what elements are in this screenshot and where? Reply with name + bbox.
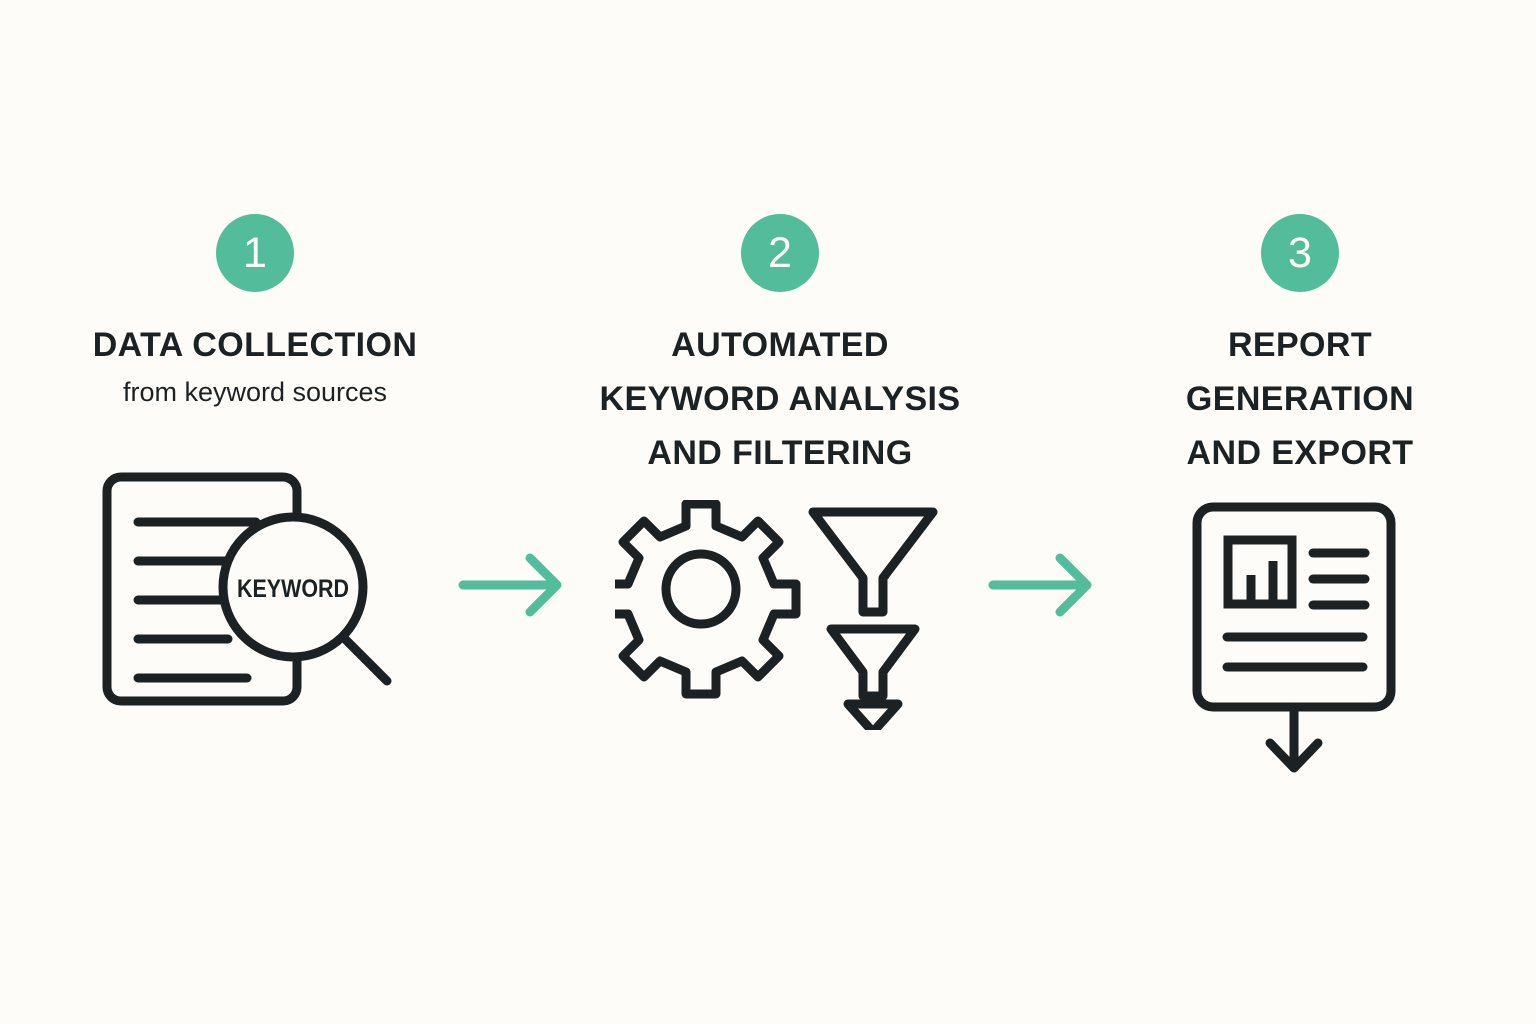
step-number-3: 3 [1288,228,1312,277]
step-1-headings: DATA COLLECTION from keyword sources [40,318,470,412]
step-number-badge-1: 1 [216,214,294,292]
connector-arrow-1 [455,545,575,630]
step-1-icon-area: KEYWORD [40,455,470,715]
step-1-title-line-1: DATA COLLECTION [92,326,418,364]
report-short-lines [1308,548,1370,610]
funnel-large-icon [808,507,938,617]
connector-arrow-2 [985,545,1105,630]
report-full-lines [1222,632,1368,672]
magnifier-keyword-label: KEYWORD [237,575,349,603]
step-2-title-line-2: KEYWORD ANALYSIS [599,380,961,418]
gear-icon [615,500,801,699]
document-with-magnifier-icon: KEYWORD [102,472,392,706]
step-1-subtitle: from keyword sources [122,377,388,407]
gear-and-funnels-icon [615,500,938,730]
step-3-title-line-3: AND EXPORT [1186,434,1414,472]
step-number-2: 2 [768,228,792,277]
step-3-headings: REPORT GENERATION AND EXPORT [1100,318,1500,480]
step-number-badge-3: 3 [1261,214,1339,292]
step-2-headings: AUTOMATED KEYWORD ANALYSIS AND FILTERING [560,318,1000,480]
magnifier-lens [218,512,368,662]
document-text-lines [133,517,261,683]
report-export-icon [1192,502,1396,773]
arrow-right-icon [458,553,562,617]
gear-center-hole [661,549,741,629]
step-2-icon-area [560,500,1000,730]
arrow-right-icon [988,553,1092,617]
process-step-1: 1 DATA COLLECTION from keyword sources [40,0,470,1024]
magnifier-handle [338,632,392,686]
process-step-2: 2 AUTOMATED KEYWORD ANALYSIS AND FILTERI… [560,0,1000,1024]
step-3-title-line-2: GENERATION [1185,380,1415,418]
step-3-icon-area [1100,495,1500,785]
step-number-badge-2: 2 [741,214,819,292]
step-number-1: 1 [243,228,267,277]
step-3-title-line-1: REPORT [1227,326,1373,364]
step-2-title-line-3: AND FILTERING [647,434,913,472]
funnel-medium-icon [826,624,920,701]
funnel-small-icon [843,699,903,730]
export-arrow-down-icon [1265,702,1323,773]
chart-frame [1223,535,1297,609]
step-2-title-line-1: AUTOMATED [671,326,889,364]
gear-body [615,500,801,699]
process-step-3: 3 REPORT GENERATION AND EXPORT [1100,0,1500,1024]
bar-chart-icon [1223,535,1297,609]
